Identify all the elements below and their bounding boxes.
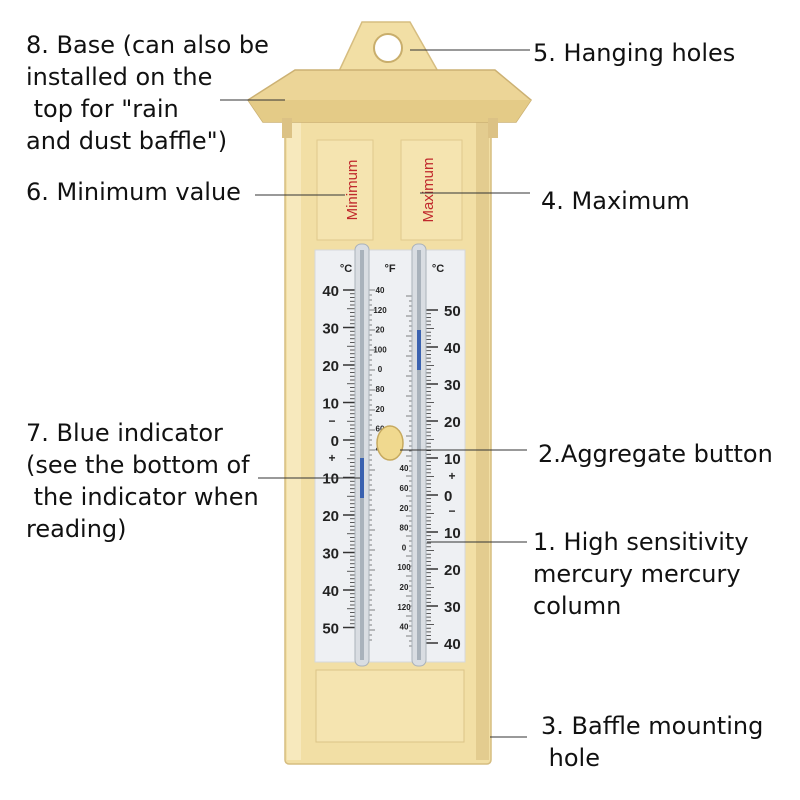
- left-scale-label: 0: [331, 433, 339, 450]
- f-scale-label: 0: [402, 543, 407, 552]
- label-blue-indicator: 7. Blue indicator (see the bottom of the…: [26, 419, 259, 543]
- left-scale-label: 10: [322, 396, 339, 413]
- center-unit-label: °F: [384, 263, 395, 275]
- left-scale-label: 30: [322, 321, 339, 338]
- aggregate-button: [376, 425, 404, 461]
- right-scale-label: 30: [444, 599, 461, 616]
- f-scale-label: 40: [400, 623, 409, 632]
- f-scale-label: 20: [376, 405, 385, 414]
- f-scale-label: 20: [400, 504, 409, 513]
- label-hanging-holes: 5. Hanging holes: [533, 39, 736, 67]
- label-maximum: 4. Maximum: [541, 187, 690, 215]
- f-scale-label: 20: [376, 326, 385, 335]
- left-scale-label: 20: [322, 358, 339, 375]
- baffle-mounting-hole: [315, 669, 465, 743]
- right-sign-minus: −: [448, 504, 455, 518]
- maximum-window-label: Maximum: [420, 157, 437, 222]
- right-scale-label: 10: [444, 525, 461, 542]
- left-scale-label: 50: [322, 621, 339, 638]
- label-baffle-mounting-hole: 3. Baffle mounting hole: [541, 712, 764, 772]
- right-scale-label: 10: [444, 451, 461, 468]
- right-scale-label: 30: [444, 377, 461, 394]
- label-base: 8. Base (can also be installed on the to…: [26, 31, 269, 155]
- f-scale-label: 20: [400, 583, 409, 592]
- hanging-hole: [373, 33, 403, 63]
- right-scale-label: 40: [444, 340, 461, 357]
- f-scale-label: 80: [400, 524, 409, 533]
- blue-indicator: [360, 458, 364, 498]
- minimum-window-label: Minimum: [344, 160, 361, 221]
- f-scale-label: 0: [378, 365, 383, 374]
- minimum-window: [316, 139, 374, 241]
- leader-lines: [220, 49, 530, 738]
- right-scale-label: 50: [444, 303, 461, 320]
- left-scale-label: 20: [322, 508, 339, 525]
- left-scale-label: 30: [322, 546, 339, 563]
- right-scale-label: 40: [444, 636, 461, 653]
- label-aggregate-button: 2.Aggregate button: [538, 440, 773, 468]
- right-unit-label: °C: [432, 263, 444, 275]
- f-scale-label: 80: [376, 385, 385, 394]
- label-minimum-value: 6. Minimum value: [26, 178, 241, 206]
- left-scale-label: 40: [322, 283, 339, 300]
- label-mercury-column: 1. High sensitivity mercury mercury colu…: [533, 528, 749, 620]
- right-scale-label: 20: [444, 562, 461, 579]
- left-sign-plus: +: [328, 451, 335, 465]
- left-scale-label: 40: [322, 583, 339, 600]
- f-scale-label: 40: [400, 464, 409, 473]
- left-sign-minus: −: [328, 414, 335, 428]
- right-sign-plus: +: [448, 469, 455, 483]
- f-scale-label: 120: [397, 603, 411, 612]
- f-scale-label: 100: [373, 345, 387, 354]
- maximum-window: [400, 139, 463, 241]
- f-scale-label: 40: [376, 286, 385, 295]
- left-scale-label: 10: [322, 471, 339, 488]
- f-scale-label: 60: [400, 484, 409, 493]
- scales: °C°F°C4030201001020304050−+5040302010010…: [322, 263, 460, 653]
- left-unit-label: °C: [340, 263, 352, 275]
- right-scale-label: 20: [444, 414, 461, 431]
- f-scale-label: 60: [376, 425, 385, 434]
- f-scale-label: 120: [373, 306, 387, 315]
- right-scale-label: 0: [444, 488, 452, 505]
- right-blue-indicator: [417, 330, 421, 370]
- f-scale-label: 100: [397, 563, 411, 572]
